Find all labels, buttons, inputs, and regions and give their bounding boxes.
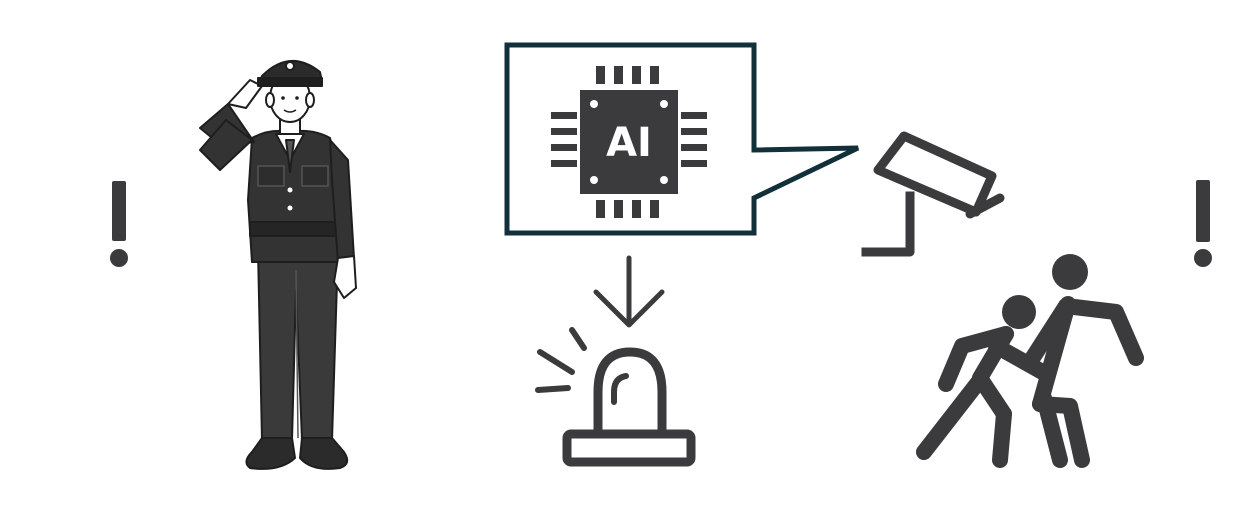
chip-label: AI xyxy=(606,120,652,166)
speech-bubble-frame xyxy=(504,42,860,236)
exclamation-icon-left xyxy=(110,181,128,267)
assault-figures-icon xyxy=(916,254,1144,468)
exclamation-icon-right xyxy=(1194,180,1212,267)
alarm-light-icon xyxy=(535,327,696,467)
guard-figure xyxy=(199,59,357,470)
camera-icon xyxy=(861,131,1005,257)
arrow-down-icon xyxy=(593,255,665,328)
ai-chip-icon xyxy=(551,66,707,218)
